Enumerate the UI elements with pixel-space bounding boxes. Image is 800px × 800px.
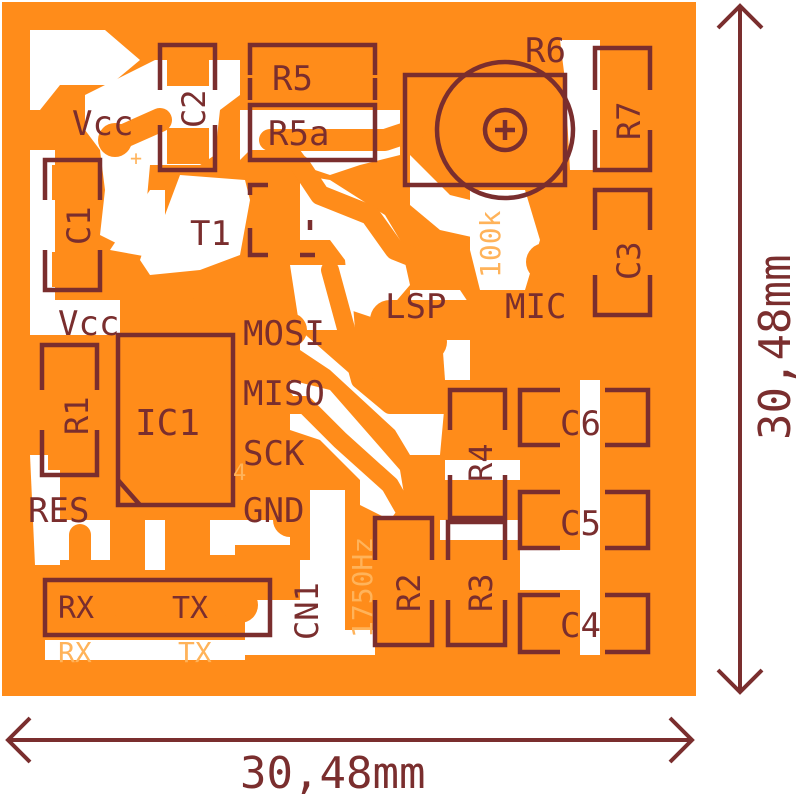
label-miso: MISO: [243, 374, 325, 414]
pad-vcc-top: [98, 123, 132, 157]
label-c6: C6: [560, 404, 601, 444]
label-tx: TX: [172, 591, 208, 626]
label-r3: R3: [462, 573, 500, 612]
round-pads: [62, 123, 564, 623]
pad-cn1-2: [112, 587, 148, 623]
label-ic1: IC1: [135, 403, 200, 444]
label-lsp: LSP: [385, 287, 446, 327]
component-outlines: [39, 42, 653, 655]
label-r5a: R5a: [268, 114, 329, 154]
dimension-horizontal: 30,48mm: [5, 716, 695, 799]
r6-knob-center: [482, 107, 528, 153]
smd-pads: [48, 50, 644, 646]
label-rx-copper: RX: [58, 636, 92, 669]
pad-lsp-1: [409, 243, 447, 281]
label-res: RES: [28, 491, 89, 531]
pad-lsp-2: [409, 323, 447, 361]
label-c4: C4: [560, 606, 601, 646]
label-t1: T1: [190, 214, 231, 254]
pad-mosi: [273, 313, 307, 347]
dimension-vertical: 30,48mm: [716, 3, 800, 695]
label-pin4: 4: [233, 461, 246, 486]
silk-labels: Vcc + C2 C1 R5 R5a R6 R7 C3 T1 100k LSP …: [28, 31, 648, 669]
pad-cn1-3: [172, 587, 208, 623]
pad-mic-1: [526, 243, 564, 281]
ic1-outline: [115, 332, 236, 508]
label-sck: SCK: [243, 434, 305, 474]
label-rx: RX: [58, 591, 94, 626]
label-mic: MIC: [505, 287, 566, 327]
dim-vertical-label: 30,48mm: [750, 255, 800, 440]
label-gnd: GND: [243, 491, 304, 531]
label-c3: C3: [610, 241, 648, 280]
label-plus: +: [130, 146, 142, 170]
pad-cn1-1: [62, 587, 98, 623]
label-r4: R4: [462, 443, 500, 482]
cn1-outline: [42, 577, 273, 638]
label-tx-copper: TX: [178, 636, 212, 669]
pad-mic-2: [526, 323, 564, 361]
r6-outline: [402, 72, 568, 188]
label-r5: R5: [272, 59, 313, 99]
pad-cn1-4: [222, 587, 258, 623]
label-c5: C5: [560, 504, 601, 544]
dim-horizontal-label: 30,48mm: [240, 748, 425, 799]
label-c2: C2: [175, 89, 213, 128]
label-cn1: CN1: [288, 582, 326, 640]
r6-knob-ring: [434, 59, 576, 201]
label-r7: R7: [610, 101, 648, 140]
label-pot-value: 100k: [474, 210, 507, 278]
label-vcc-mid: Vcc: [58, 304, 119, 344]
label-mosi: MOSI: [243, 314, 325, 354]
label-freq: 1750Hz: [346, 537, 379, 638]
label-vcc-top: Vcc: [72, 104, 133, 144]
label-r2: R2: [390, 573, 428, 612]
pad-gnd: [273, 503, 307, 537]
label-r1: R1: [58, 396, 96, 435]
label-c1: C1: [60, 206, 98, 245]
label-r6: R6: [525, 31, 566, 71]
